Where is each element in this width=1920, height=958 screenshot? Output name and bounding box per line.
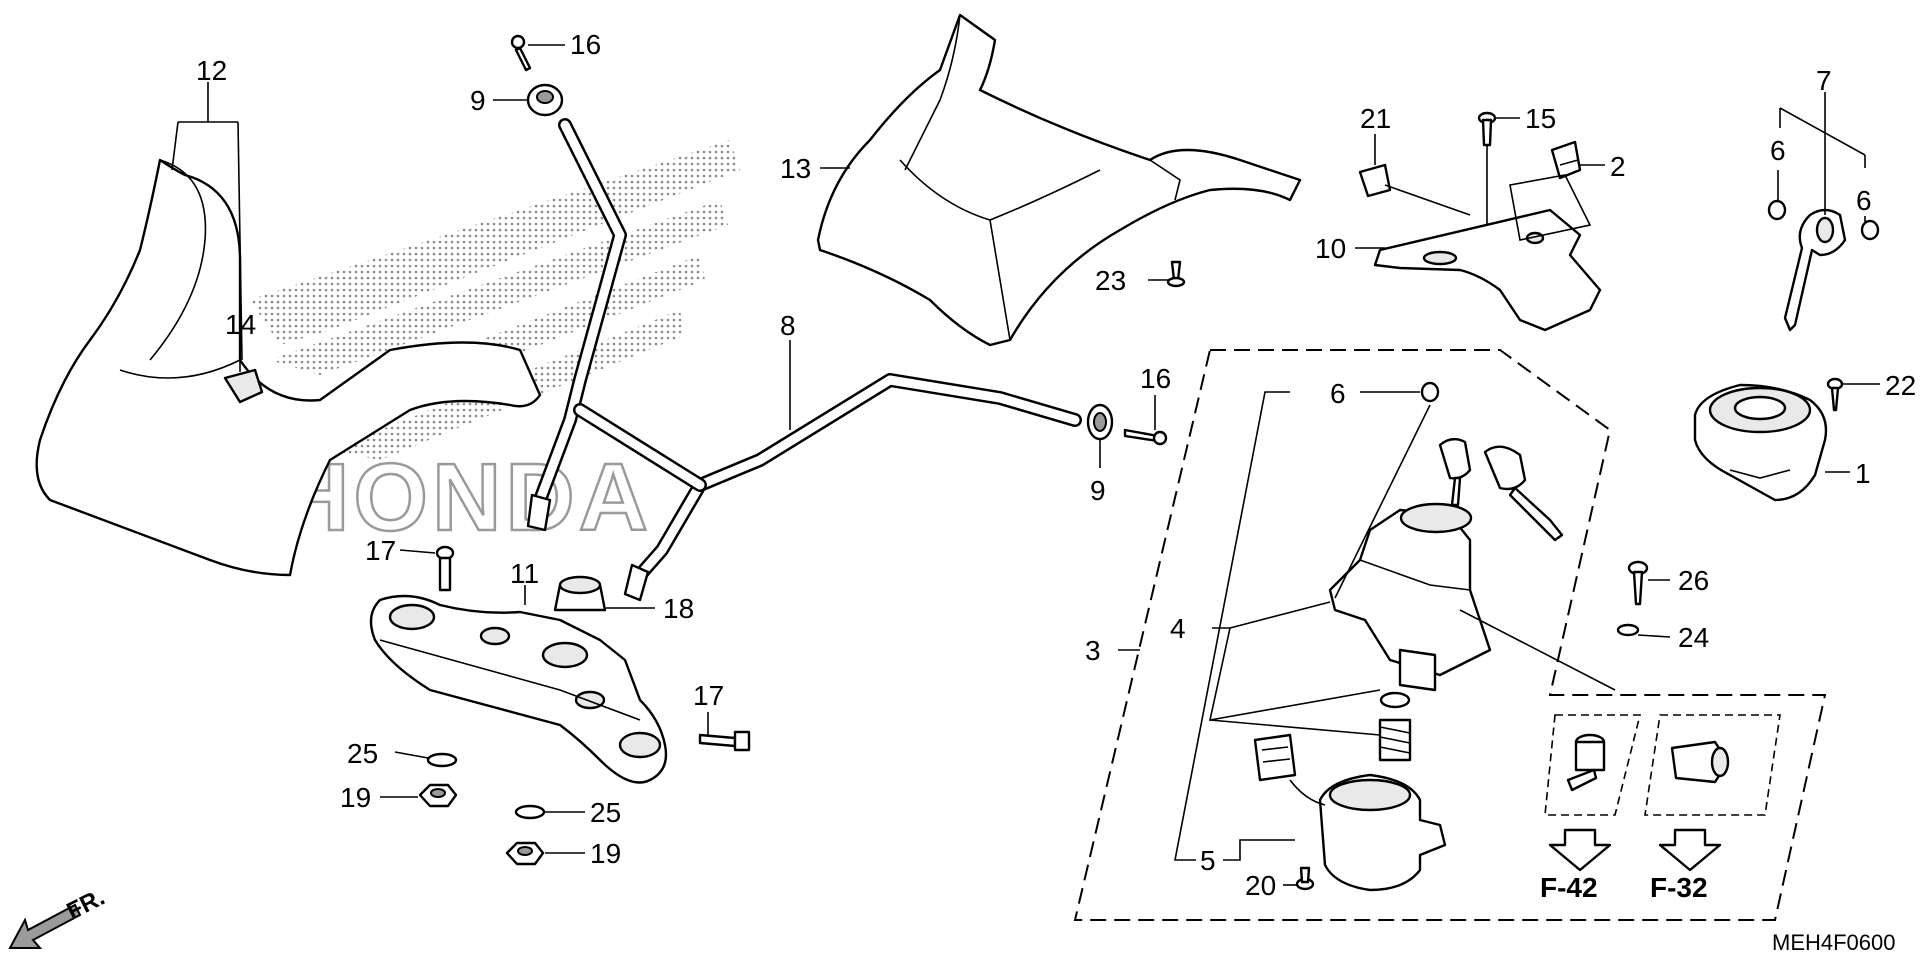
leader-lines [171, 44, 1880, 886]
ignition-key-left [1438, 437, 1472, 507]
hollow-down-arrow-icon [1548, 828, 1612, 872]
reference-label-f42: F-42 [1540, 872, 1598, 903]
callout-7: 7 [1816, 65, 1832, 96]
rubber-cap [553, 575, 607, 612]
ignition-switch [1328, 502, 1492, 692]
front-direction-arrow-icon [8, 903, 82, 949]
callout-6-key-left: 6 [1770, 135, 1786, 166]
lock-part-f32 [1670, 740, 1730, 784]
callout-18: 18 [663, 593, 694, 624]
callout-17-lower: 17 [693, 680, 724, 711]
callout-14: 14 [225, 309, 256, 340]
bolt-26 [1627, 560, 1649, 606]
connector [1253, 733, 1297, 782]
handlebar-front-cover [816, 13, 1302, 347]
washer-24 [1616, 623, 1640, 637]
callout-5: 5 [1200, 845, 1216, 876]
callout-9-right: 9 [1090, 475, 1106, 506]
grommet-right [1086, 403, 1114, 441]
callout-6-key-right: 6 [1856, 185, 1872, 216]
nut-19-lower [505, 841, 545, 866]
screw-20 [1295, 866, 1315, 891]
ignition-key-right [1483, 445, 1564, 542]
callout-9-top: 9 [470, 85, 486, 116]
handlebar-holder [369, 594, 668, 784]
o-ring-key-left [1767, 199, 1787, 221]
reference-label-f32: F-32 [1650, 872, 1708, 903]
callout-6-set: 6 [1330, 378, 1346, 409]
lock-part-f42 [1566, 733, 1606, 792]
callout-16-top: 16 [570, 29, 601, 60]
grommet-left [526, 83, 564, 117]
callout-11: 11 [510, 558, 539, 589]
bolt-top [510, 34, 532, 72]
callout-labels: 12 14 16 9 13 8 23 16 9 17 11 18 17 25 1… [196, 29, 1916, 901]
callout-16-right: 16 [1140, 363, 1171, 394]
clip-21 [1358, 163, 1392, 198]
nut-19-upper [418, 783, 458, 808]
callout-12: 12 [196, 55, 227, 86]
callout-22: 22 [1885, 370, 1916, 401]
reference-box-f32 [1644, 714, 1781, 816]
callout-15: 15 [1525, 103, 1556, 134]
callout-19-upper: 19 [340, 782, 371, 813]
handlebar-upper-cover [35, 158, 542, 577]
ignition-set-outline [1073, 349, 1827, 921]
bolt-right [1123, 428, 1168, 446]
bolt-17-lower [698, 730, 751, 752]
o-ring-set [1420, 381, 1440, 403]
clip-2 [1550, 140, 1582, 180]
callout-17-left: 17 [365, 535, 396, 566]
callout-3: 3 [1085, 635, 1101, 666]
key-blank [1783, 208, 1847, 332]
callout-2: 2 [1610, 151, 1626, 182]
bolt-17-left [435, 545, 455, 592]
callout-13: 13 [780, 153, 811, 184]
hollow-down-arrow-icon [1658, 828, 1722, 872]
reference-box-f42 [1544, 714, 1642, 816]
callout-25-lower: 25 [590, 797, 621, 828]
key-cylinder-cover [1693, 383, 1828, 502]
washer-25-upper [426, 752, 458, 768]
callout-10: 10 [1315, 233, 1346, 264]
screw-22 [1826, 377, 1844, 412]
handlebar-pipe [526, 118, 1082, 602]
diagram-code: MEH4F0600 [1772, 930, 1896, 955]
callout-19-lower: 19 [590, 838, 621, 869]
screw-23 [1166, 260, 1186, 288]
callout-4: 4 [1170, 613, 1186, 644]
callout-21: 21 [1360, 103, 1391, 134]
callout-8: 8 [780, 310, 796, 341]
callout-25-upper: 25 [347, 738, 378, 769]
washer-25-lower [514, 804, 546, 820]
callout-24: 24 [1678, 622, 1709, 653]
emblem [223, 368, 264, 404]
callout-26: 26 [1678, 565, 1709, 596]
callout-23: 23 [1095, 265, 1126, 296]
honda-watermark-text: HONDA [280, 444, 652, 551]
bolt-15 [1477, 111, 1497, 147]
spring [1378, 691, 1412, 762]
switch-base [1289, 773, 1447, 892]
callout-1: 1 [1855, 458, 1871, 489]
bracket [1373, 208, 1602, 332]
o-ring-key-right [1860, 219, 1880, 241]
callout-20: 20 [1245, 870, 1276, 901]
